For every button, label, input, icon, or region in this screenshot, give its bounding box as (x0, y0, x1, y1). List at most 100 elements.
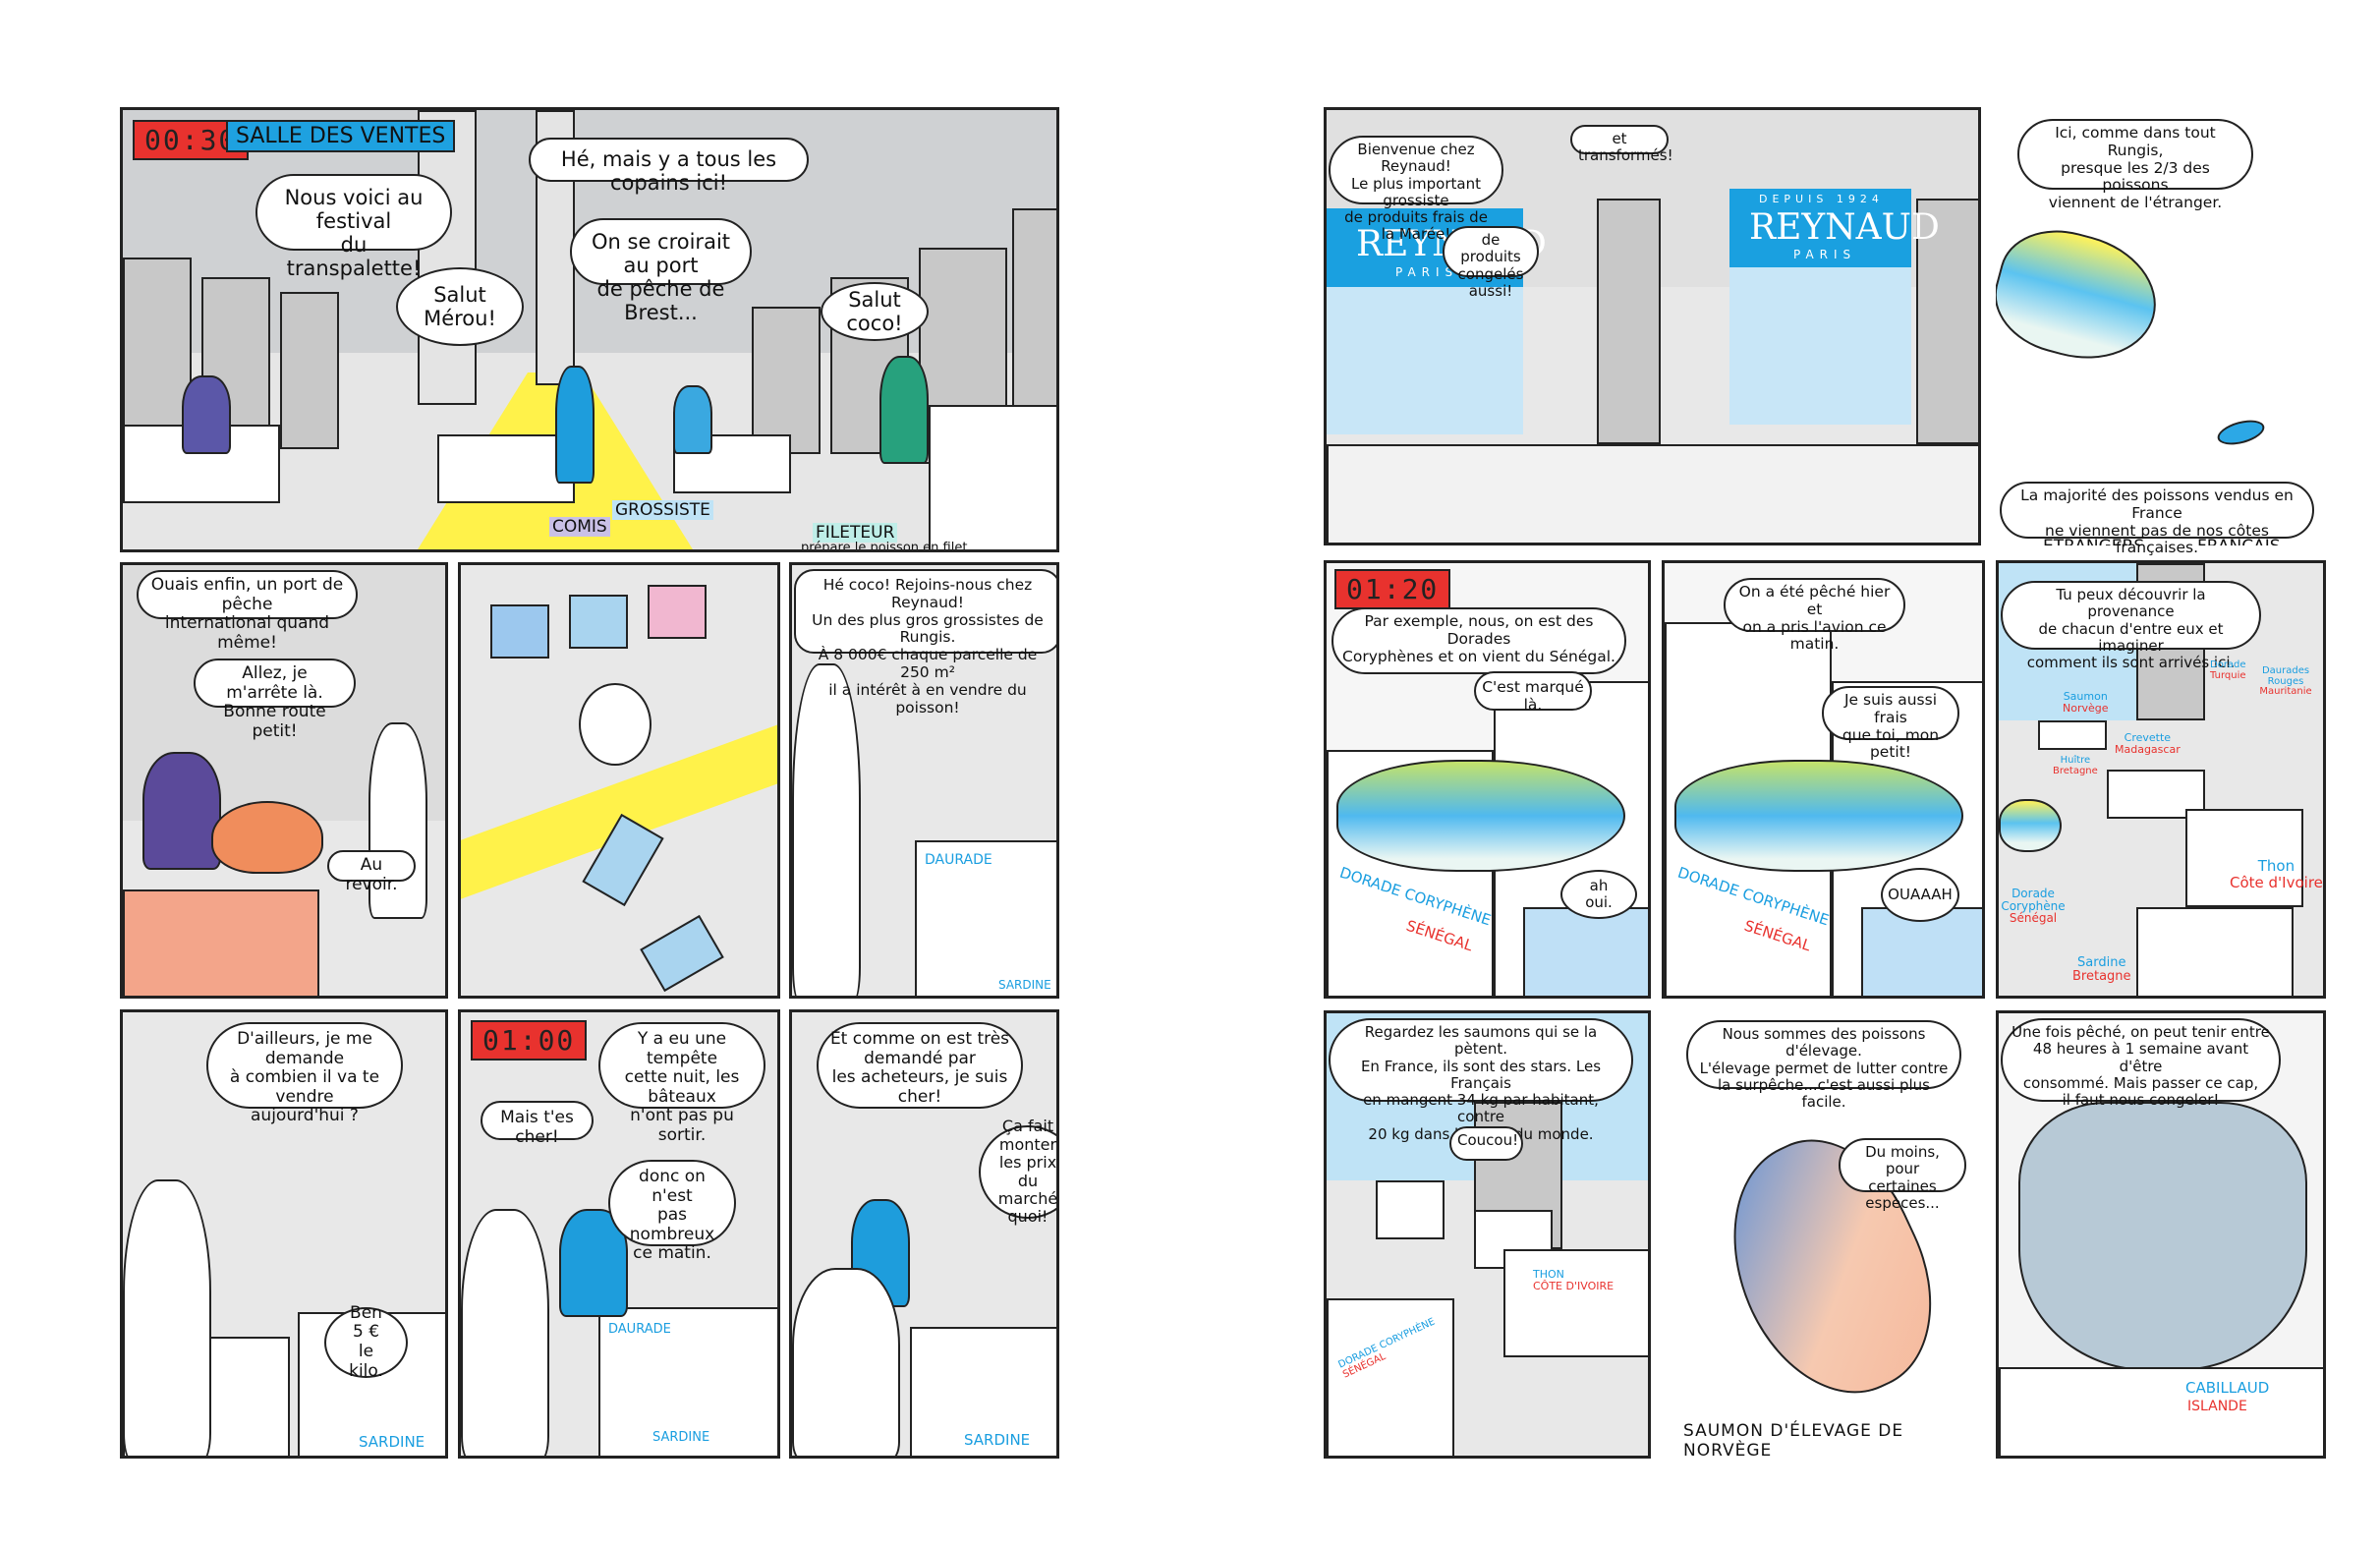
sardine-label: SARDINE (359, 1433, 425, 1451)
sardine-label: SARDINE (652, 1430, 710, 1445)
reynaud-sign-right (1729, 189, 1911, 267)
speech-bubble: Mais t'es cher! (481, 1101, 594, 1146)
origin-tag-huitre: Huître Bretagne (2053, 755, 2098, 776)
speech-bubble: Une fois pêché, on peut tenir entre 48 h… (2001, 1018, 2281, 1109)
speech-bubble: Hé coco! Rejoins-nous chez Reynaud! Un d… (794, 569, 1056, 717)
clock-display: 01:20 (1334, 569, 1451, 609)
sardine-label: SARDINE (964, 1431, 1031, 1449)
left-panel-7-expensive: Et comme on est très demandé par les ach… (789, 1009, 1059, 1459)
fileteur-description: prépare le poisson en filet (801, 541, 968, 552)
dorade-coryphene-illustration (1674, 760, 1963, 872)
origin: Sénégal (2009, 911, 2058, 926)
foreign-fish-illustration (1996, 215, 2171, 376)
right-panel-4-origins: Tu peux découvrir la provenance de chacu… (1996, 560, 2326, 999)
right-panel-1-reynaud-store: REYNAUD PARIS DEPUIS 1924 REYNAUD PARIS … (1324, 107, 1981, 545)
left-panel-3-falling (458, 562, 780, 999)
comis-label: COMIS (549, 517, 610, 537)
right-infographic-foreign-share: Ici, comme dans tout Rungis, presque les… (1996, 107, 2326, 545)
comis-figure (123, 1179, 211, 1456)
right-panel-3-dorade-fresh: On a été pêché hier et on a pris l'avion… (1662, 560, 1985, 999)
speech-bubble: ah oui. (1560, 870, 1637, 919)
speech-bubble: Par exemple, nous, on est des Dorades Co… (1332, 607, 1626, 674)
location-tag: SALLE DES VENTES (226, 120, 456, 152)
daurade-label: DAURADE (608, 1322, 671, 1337)
speech-bubble: D'ailleurs, je me demande à combien il v… (206, 1022, 403, 1125)
dorade-illustration (1999, 799, 2062, 852)
cod-illustration (2018, 1102, 2307, 1371)
species: THON (1533, 1268, 1564, 1281)
cod-species-label: CABILLAUD (2185, 1379, 2270, 1397)
origin: Mauritanie (2259, 686, 2312, 697)
blobfish-illustration (211, 801, 323, 874)
right-panel-6-farmed-salmon: Nous sommes des poissons d'élevage. L'él… (1662, 1010, 1985, 1459)
reynaud-city-right: PARIS (1793, 248, 1857, 261)
stat-french-label-text: FRANÇAIS (2197, 537, 2281, 545)
species: Sardine (2077, 955, 2126, 970)
speech-bubble: Ben 5 € le kilo. (324, 1303, 408, 1380)
speech-bubble: de produits congelés aussi! (1443, 226, 1539, 299)
speech-bubble: Bienvenue chez Reynaud! Le plus importan… (1329, 136, 1503, 243)
species: Saumon (2063, 690, 2108, 703)
origin-tag-crevette: Crevette Madagascar (2115, 731, 2181, 757)
grossiste-figure (555, 366, 595, 484)
speech-bubble: Y a eu une tempête cette nuit, les bâtea… (598, 1022, 765, 1145)
speech-bubble: Nous sommes des poissons d'élevage. L'él… (1686, 1020, 1961, 1111)
left-panel-4-reynaud-invite: DAURADE SARDINE Hé coco! Rejoins-nous ch… (789, 562, 1059, 999)
speech-bubble: On se croirait au port de pêche de Brest… (570, 218, 752, 324)
daurade-label: DAURADE (925, 852, 992, 868)
species: Crevette (2124, 731, 2172, 744)
cockroach-balloon (579, 683, 652, 766)
right-panel-2-dorade-intro: 01:20 Par exemple, nous, on est des Dora… (1324, 560, 1651, 999)
origin: Madagascar (2115, 743, 2181, 757)
thon-crate-label: THON CÔTE D'IVOIRE (1533, 1268, 1615, 1293)
origin: Turquie (2210, 670, 2246, 681)
speech-bubble: Coucou! (1449, 1126, 1523, 1161)
origin-tag-dorade-coryphene: Dorade Coryphène Sénégal (1999, 888, 2068, 925)
salmon-caption: SAUMON D'ÉLEVAGE DE NORVÈGE (1683, 1421, 1904, 1459)
fileteur-label: FILETEUR (813, 523, 898, 543)
speech-bubble: OUAAAH (1881, 868, 1959, 922)
species: Huître (2060, 755, 2091, 766)
origin-tag-saumon: Saumon Norvège (2063, 690, 2109, 716)
reynaud-brand-right: REYNAUD (1749, 207, 1940, 248)
species: Daurades Rouges (2261, 665, 2310, 687)
species: Dorade (2210, 659, 2246, 670)
origin-tag-dorade: Dorade Turquie (2210, 659, 2246, 681)
left-panel-6-storm: 01:00 Y a eu une tempête cette nuit, les… (458, 1009, 780, 1459)
sardine-label: SARDINE (998, 978, 1051, 992)
cod-origin-label: ISLANDE (2187, 1399, 2247, 1414)
origin-tag-sardine: Sardine Bretagne (2072, 955, 2131, 985)
speech-bubble: Nous voici au festival du transpalette! (255, 174, 452, 280)
speech-bubble: Je suis aussi frais que toi, mon petit! (1822, 686, 1959, 761)
speech-bubble: Ici, comme dans tout Rungis, presque les… (2017, 119, 2253, 211)
right-panel-5-salmon-stars: Regardez les saumons qui se la pètent. E… (1324, 1010, 1651, 1459)
worker-figure (182, 375, 231, 454)
origin: Norvège (2063, 702, 2109, 716)
french-fish-illustration (2214, 416, 2268, 449)
speech-bubble: C'est marqué là. (1474, 671, 1592, 714)
speech-bubble-majority: La majorité des poissons vendus en Franc… (2000, 482, 2314, 556)
species: Dorade Coryphène (2001, 887, 2066, 913)
comis-figure (461, 1209, 549, 1456)
speech-bubble: Tu peux découvrir la provenance de chacu… (2001, 581, 2261, 671)
dorade-coryphene-illustration (1336, 760, 1625, 872)
fileteur-figure (879, 356, 929, 464)
speech-bubble: et transformés! (1570, 125, 1673, 164)
reynaud-city-left: PARIS (1395, 265, 1459, 279)
reynaud-since: DEPUIS 1924 (1759, 193, 1884, 205)
stat-foreign-label-text: ÉTRANGERS (2043, 537, 2144, 545)
grossiste-label: GROSSISTE (612, 500, 713, 520)
origin: Bretagne (2072, 969, 2131, 985)
speech-bubble: Ouais enfin, un port de pêche internatio… (137, 570, 358, 652)
left-panel-1-market-hall: 00:30 SALLE DES VENTES Nous voici au fes… (120, 107, 1059, 552)
speech-bubble: donc on n'est pas nombreux ce matin. (608, 1160, 736, 1263)
left-panel-5-price-question: D'ailleurs, je me demande à combien il v… (120, 1009, 448, 1459)
wholesaler-figure (142, 752, 221, 870)
speech-bubble: Et comme on est très demandé par les ach… (817, 1022, 1023, 1109)
origin: CÔTE D'IVOIRE (1533, 1280, 1615, 1293)
species: Thon (2257, 857, 2295, 875)
origin: Côte d'Ivoire (2230, 873, 2323, 891)
right-panel-7-frozen-cod: Une fois pêché, on peut tenir entre 48 h… (1996, 1010, 2326, 1459)
left-panel-2-farewell: Ouais enfin, un port de pêche internatio… (120, 562, 448, 999)
speech-bubble: Hé, mais y a tous les copains ici! (529, 138, 809, 195)
